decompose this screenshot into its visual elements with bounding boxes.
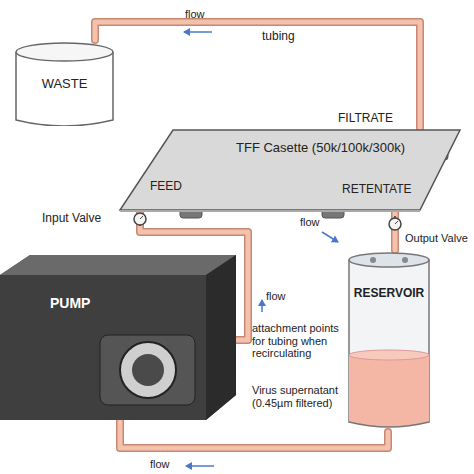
flow-label: flow [266, 290, 286, 303]
port-label: FILTRATE [338, 112, 393, 126]
tubing [395, 212, 396, 250]
flow-label: flow [300, 216, 320, 229]
tubing-label: tubing [262, 30, 295, 44]
waste-beaker: WASTE [12, 40, 117, 126]
flow-label: flow [185, 8, 205, 21]
pump: PUMP [0, 255, 236, 420]
tff-cassette: TFF Casette (50k/100k/300k) [118, 128, 462, 212]
node-label: PUMP [50, 295, 90, 311]
reservoir-outline [345, 250, 433, 432]
node-label: WASTE [42, 76, 88, 91]
input-valve [134, 213, 146, 226]
node-label: TFF Casette (50k/100k/300k) [236, 140, 405, 155]
reservoir: RESERVOIR [345, 250, 433, 432]
annotation: attachment points for tubing when recirc… [252, 322, 342, 360]
tubing [95, 22, 420, 128]
valve-label: Input Valve [42, 212, 101, 226]
flow-label: flow [150, 458, 170, 471]
port-label: RETENTATE [342, 183, 412, 197]
port-label: FEED [150, 180, 182, 194]
pump-outline [0, 255, 236, 420]
valve-label: Output Valve [405, 232, 468, 245]
tubing [120, 420, 388, 448]
output-valve [389, 216, 401, 230]
annotation: Virus supernatant (0.45µm filtered) [252, 384, 342, 409]
node-label: RESERVOIR [354, 286, 424, 300]
